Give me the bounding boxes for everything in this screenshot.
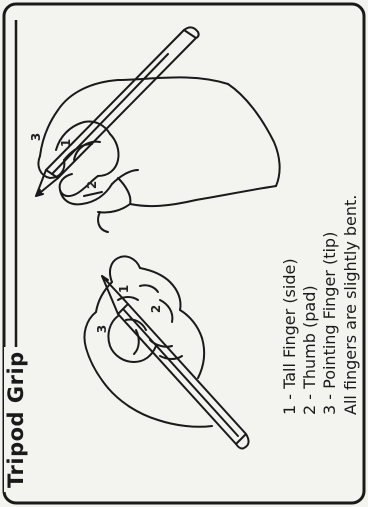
bottom-hand-illustration [84, 256, 248, 448]
top-hand-label-1: 1 [59, 139, 73, 147]
legend-line-4: All fingers are slightly bent. [343, 195, 359, 415]
top-hand-label-3: 3 [29, 133, 43, 141]
legend-line-1: 1 - Tall Finger (side) [282, 258, 298, 415]
bottom-hand-label-3: 3 [95, 325, 109, 333]
bottom-hand-label-1: 1 [117, 285, 131, 293]
legend-line-3: 3 - Pointing Finger (tip) [322, 232, 338, 415]
bottom-hand-label-2: 2 [149, 305, 163, 313]
border [4, 4, 364, 503]
top-hand-illustration [36, 27, 280, 232]
diagram-title: Tripod Grip [4, 347, 28, 492]
legend-line-2: 2 - Thumb (pad) [302, 285, 318, 415]
top-hand-label-2: 2 [85, 181, 99, 189]
